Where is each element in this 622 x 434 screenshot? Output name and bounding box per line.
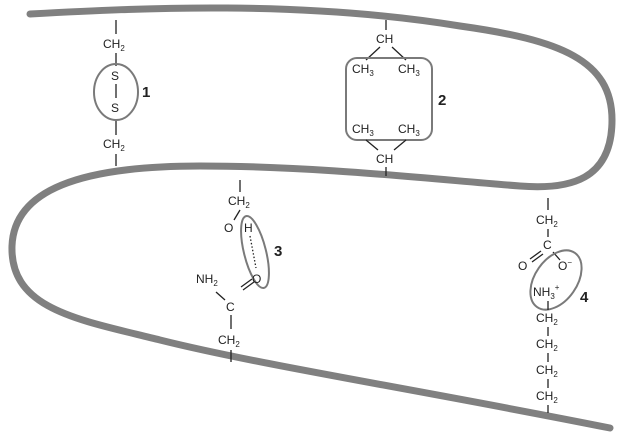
ch2-label: CH2: [103, 137, 125, 153]
hydrogen-bond-outline: [240, 215, 270, 289]
interaction-number: 1: [142, 84, 150, 101]
ch2-label: CH2: [536, 389, 558, 405]
ch2-label: CH2: [228, 194, 250, 210]
ch2-label: CH2: [536, 363, 558, 379]
ch2-label: CH2: [103, 37, 125, 53]
sulfur-atom: S: [111, 101, 119, 115]
ionic-bond-group: CH2 C O O− NH3+ CH2 CH2 CH2 CH2 4: [518, 198, 589, 413]
hydrogen-bond-dots: [249, 235, 257, 269]
ch2-label: CH2: [536, 337, 558, 353]
oxygen-atom: O: [252, 272, 261, 286]
ch3-label: CH3: [352, 122, 374, 138]
ammonium-label: NH3+: [533, 283, 560, 301]
disulfide-outline: [93, 63, 139, 121]
polypeptide-backbone: [8, 4, 616, 432]
carboxylate-oxygen: O−: [558, 258, 572, 273]
hydrogen-bond-group: CH2 O H O NH2 C CH2 3: [196, 180, 282, 362]
oxygen-atom: O: [518, 259, 527, 273]
interaction-number: 2: [438, 92, 446, 109]
carbon-atom: C: [543, 238, 552, 252]
carbon-atom: C: [226, 300, 235, 314]
ch3-label: CH3: [398, 122, 420, 138]
hydrogen-atom: H: [244, 221, 253, 235]
ch2-label: CH2: [536, 311, 558, 327]
hydrophobic-outline: [345, 57, 433, 141]
ch3-label: CH3: [352, 62, 374, 78]
ionic-bond-outline: [529, 249, 583, 311]
interaction-number: 4: [580, 289, 589, 306]
ch3-label: CH3: [398, 62, 420, 78]
sulfur-atom: S: [111, 69, 119, 83]
interaction-number: 3: [274, 243, 282, 260]
ch-label: CH: [376, 152, 393, 166]
ch-label: CH: [376, 32, 393, 46]
ch2-label: CH2: [536, 213, 558, 229]
nh2-label: NH2: [196, 272, 218, 288]
oxygen-atom: O: [224, 221, 233, 235]
ch2-label: CH2: [218, 333, 240, 349]
hydrophobic-interaction-group: CH CH3 CH3 CH3 CH3 CH 2: [345, 20, 446, 176]
disulfide-bridge-group: CH2 S S CH2 1: [93, 20, 150, 166]
